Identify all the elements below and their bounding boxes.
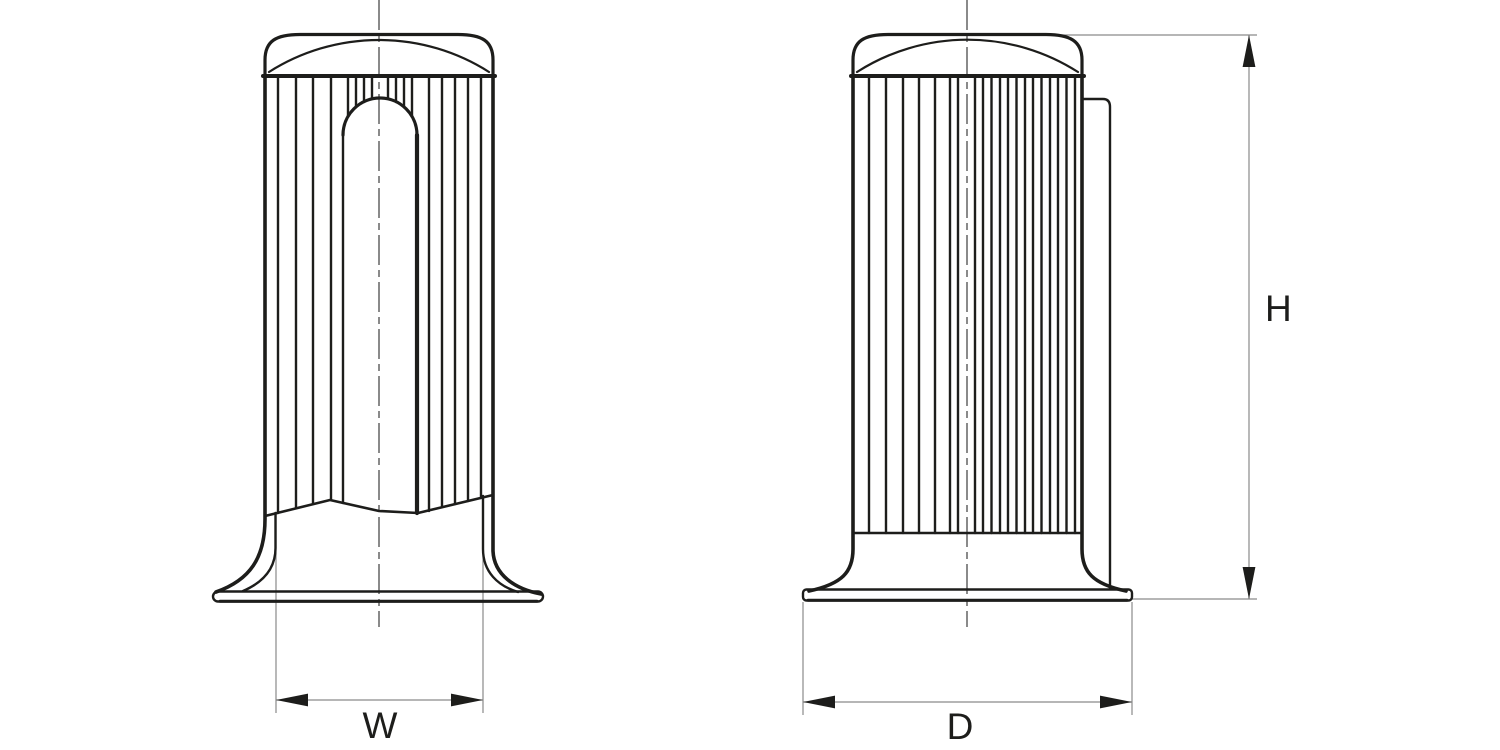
front-arch-dome <box>341 96 419 137</box>
w-arrow-right-icon <box>451 693 483 707</box>
side-ribs <box>867 76 1077 535</box>
h-arrow-down-icon <box>1242 567 1256 599</box>
side-body-edge-left <box>807 74 855 593</box>
front-cap-top-edge-arc <box>267 38 491 74</box>
side-cap-top-edge-arc <box>855 38 1080 74</box>
dimension-labels-layer: W D H <box>363 288 1292 747</box>
side-view <box>801 32 1134 602</box>
dimension-lines-layer <box>275 34 1257 715</box>
front-rib-end-line <box>263 493 495 518</box>
front-ribs <box>276 76 483 515</box>
front-view <box>211 32 545 603</box>
side-tab-outline <box>1080 97 1112 591</box>
front-body-edge-right <box>491 74 543 596</box>
side-cap-outline <box>851 32 1084 78</box>
h-arrow-up-icon <box>1242 35 1256 67</box>
side-body-edge-right <box>1080 74 1128 593</box>
h-dimension-label: H <box>1265 288 1292 329</box>
w-dimension-label: W <box>363 705 398 746</box>
dimension-arrows-layer <box>276 35 1256 709</box>
centerlines-layer <box>378 0 968 627</box>
d-arrow-right-icon <box>1100 695 1132 709</box>
front-cap-outline <box>263 32 495 78</box>
d-dimension-label: D <box>947 706 974 747</box>
front-body-edge-left <box>214 74 267 594</box>
front-skirt-inner-right <box>481 494 520 594</box>
d-arrow-left-icon <box>803 695 835 709</box>
w-arrow-left-icon <box>276 693 308 707</box>
front-skirt-inner-left <box>241 511 277 593</box>
